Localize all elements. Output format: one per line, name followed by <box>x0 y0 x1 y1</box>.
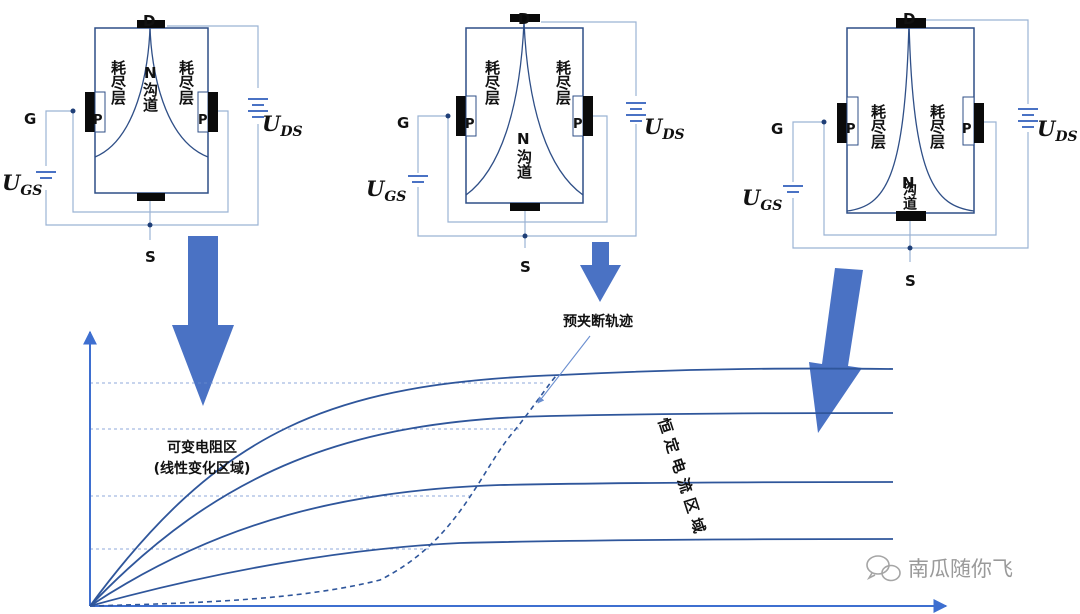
depletion-label-left: 耗尽层 <box>869 104 887 150</box>
depletion-label-right: 耗尽层 <box>177 60 195 106</box>
p-region-left <box>465 95 477 137</box>
depletion-label-left: 耗尽层 <box>109 60 127 106</box>
source-junction-dot <box>522 233 528 239</box>
source-junction-dot <box>907 245 913 251</box>
channel-word: 沟道 <box>901 181 917 211</box>
p-region-left <box>94 91 106 133</box>
uds-label: UDS <box>262 111 303 140</box>
p-label-right: P <box>198 113 208 128</box>
n-channel-label: N <box>144 64 157 82</box>
p-region-right <box>962 96 975 146</box>
gate-plate-right <box>974 103 984 143</box>
uds-battery <box>248 98 268 118</box>
watermark: 南瓜随你飞 <box>866 555 1013 582</box>
gate-label: G <box>24 110 36 128</box>
source-plate <box>137 193 165 201</box>
uds-battery <box>626 102 646 122</box>
gate-junction-dot <box>445 113 451 119</box>
drain-label: D <box>143 12 155 30</box>
channel-word: 沟道 <box>141 81 159 112</box>
p-label-right: P <box>962 122 972 137</box>
drain-label: D <box>518 10 530 28</box>
uds-label: UDS <box>644 114 685 143</box>
ugs-label: UGS <box>366 176 406 205</box>
constant-current-label: 恒定电流区域 <box>654 416 710 541</box>
variable-resistance-sublabel: (线性变化区域) <box>154 460 251 477</box>
source-junction-dot <box>147 222 153 228</box>
pinchoff-pointer <box>537 335 591 404</box>
gate-plate-right <box>583 96 593 136</box>
wechat-icon <box>866 555 901 582</box>
arrow-to-variable-region <box>172 236 234 406</box>
ugs-battery <box>36 171 56 179</box>
p-region-left <box>846 96 859 146</box>
depletion-label-right: 耗尽层 <box>928 104 946 150</box>
depletion-label-left: 耗尽层 <box>483 60 501 106</box>
gate-label: G <box>771 120 783 138</box>
source-label: S <box>145 248 156 266</box>
source-plate <box>896 211 926 221</box>
arrow-to-pinchoff <box>580 242 621 302</box>
device-right-wires <box>792 19 1029 262</box>
ugs-label: UGS <box>2 170 42 199</box>
arrow-to-constant-region <box>809 268 863 433</box>
p-label-left: P <box>846 122 856 137</box>
gate-label: G <box>397 114 409 132</box>
uds-battery <box>1018 108 1038 128</box>
uds-label: UDS <box>1037 116 1078 145</box>
p-label-right: P <box>573 117 583 132</box>
ugs-battery <box>783 185 803 193</box>
device-right: D G S P P N 沟道 耗尽层 耗尽层 UDS UGS <box>742 10 1078 290</box>
depletion-label-right: 耗尽层 <box>554 60 572 106</box>
output-characteristics <box>83 330 948 613</box>
ugs-battery <box>408 175 428 183</box>
device-left-wires <box>45 25 259 240</box>
pinchoff-trajectory <box>89 375 557 607</box>
source-label: S <box>905 272 916 290</box>
characteristic-curves <box>89 367 894 607</box>
drain-plate <box>510 14 540 22</box>
drain-label: D <box>903 10 915 28</box>
source-plate <box>510 203 540 211</box>
gate-plate-left <box>837 103 847 143</box>
p-label-left: P <box>465 117 475 132</box>
source-label: S <box>520 258 531 276</box>
n-channel-label: N <box>517 130 530 148</box>
watermark-text: 南瓜随你飞 <box>908 557 1013 581</box>
device-mid: D G S P P N 沟道 耗尽层 耗尽层 UDS UGS <box>366 10 685 276</box>
gate-plate-left <box>456 96 466 136</box>
variable-resistance-label: 可变电阻区 <box>167 439 237 456</box>
device-left: D G S P P N 沟道 耗尽层 耗尽层 UDS UGS <box>2 12 303 266</box>
gate-plate-left <box>85 92 95 132</box>
drain-plate <box>896 18 926 28</box>
p-label-left: P <box>93 113 103 128</box>
gate-junction-dot <box>821 119 827 125</box>
gate-junction-dot <box>70 108 76 114</box>
channel-word: 沟道 <box>515 148 533 179</box>
gate-plate-right <box>208 92 218 132</box>
ugs-label: UGS <box>742 185 782 214</box>
n-channel-label: N <box>902 174 915 192</box>
pinchoff-label: 预夹断轨迹 <box>563 313 633 330</box>
device-mid-wires <box>417 21 637 248</box>
drain-plate <box>137 20 165 28</box>
saturation-guides <box>90 382 545 550</box>
